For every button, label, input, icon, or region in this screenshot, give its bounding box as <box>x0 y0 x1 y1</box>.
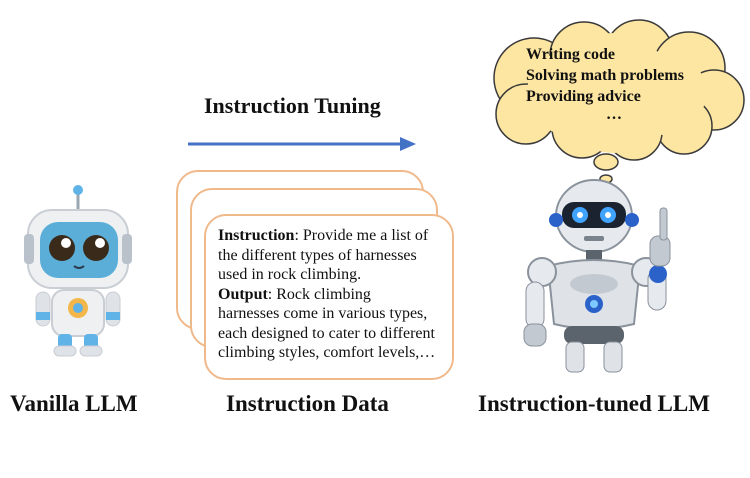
thought-item: Providing advice <box>526 88 641 105</box>
instruction-text-line: used in rock climbing. <box>218 266 362 283</box>
thought-bubble-list: Writing code Solving math problems Provi… <box>526 44 684 107</box>
vanilla-robot-illustration <box>24 185 132 357</box>
instruction-tuned-llm-label: Instruction-tuned LLM <box>478 391 710 416</box>
instruction-card: Instruction: Provide me a list of the di… <box>204 214 454 380</box>
tuning-arrow-icon <box>188 137 416 151</box>
output-text: : Rock climbing <box>267 285 371 303</box>
output-text-line: each designed to cater to different <box>218 324 435 342</box>
instruction-data-label: Instruction Data <box>226 391 389 416</box>
instruction-tuned-robot-illustration <box>523 179 671 373</box>
output-key: Output <box>218 285 268 303</box>
instruction-tuning-title: Instruction Tuning <box>204 93 381 118</box>
vanilla-llm-label: Vanilla LLM <box>10 391 138 416</box>
output-text-line: climbing styles, comfort levels,… <box>218 344 436 361</box>
instruction-text-line: the different types of harnesses <box>218 246 417 264</box>
instruction-text: : Provide me a list of <box>294 227 429 244</box>
output-text-line: harnesses come in various types, <box>218 305 428 322</box>
thought-item: Solving math problems <box>526 67 684 84</box>
thought-ellipsis: … <box>606 106 622 123</box>
thought-item: Writing code <box>526 46 616 63</box>
instruction-key: Instruction <box>218 227 295 244</box>
thought-bubble-icon <box>493 19 745 184</box>
